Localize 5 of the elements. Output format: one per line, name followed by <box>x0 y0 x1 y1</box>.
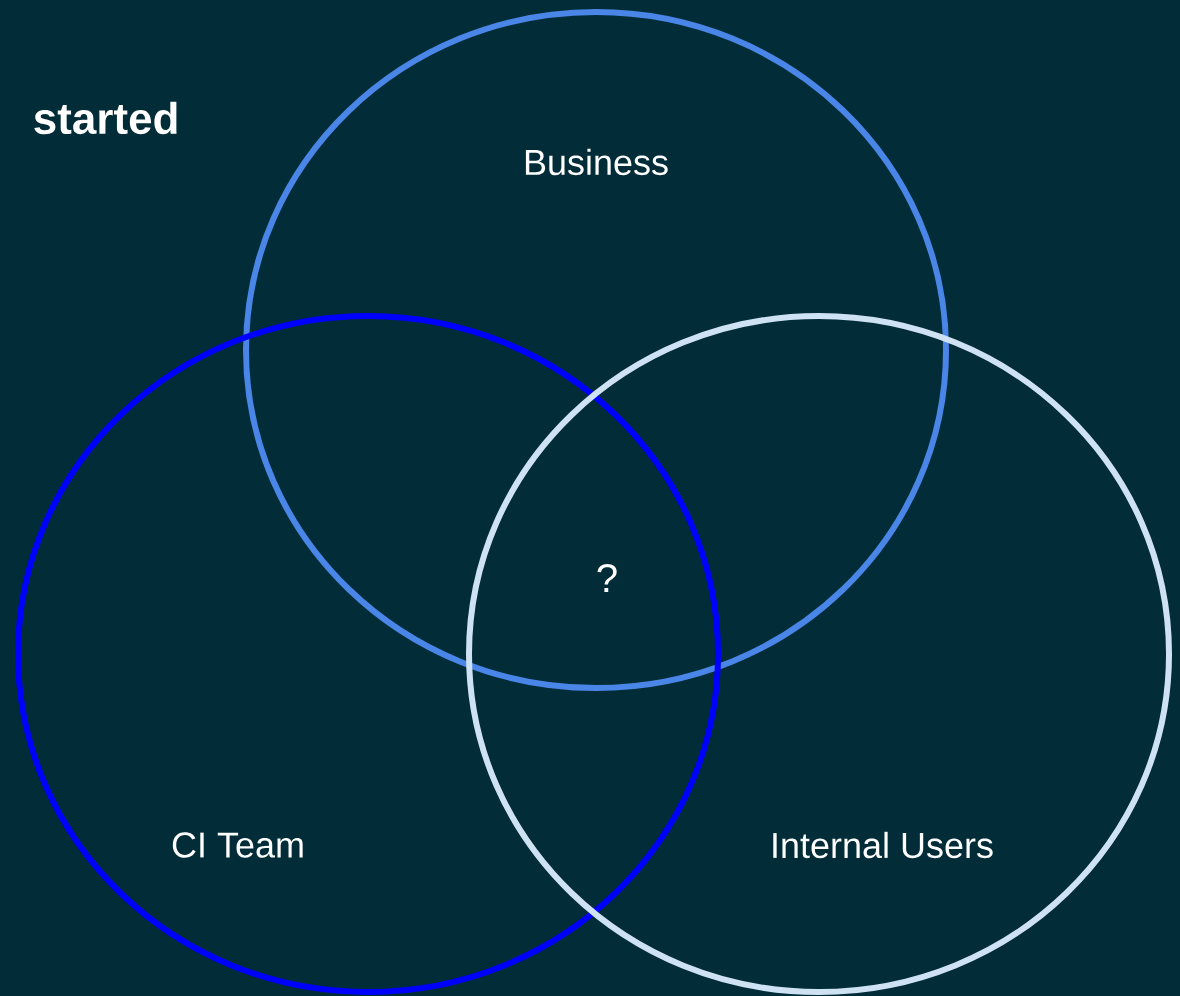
circle-label: Business <box>525 148 668 176</box>
question-mark: ? <box>597 564 617 592</box>
circle-label: CI Team <box>172 832 303 858</box>
title: started <box>34 101 177 135</box>
circle-label: Internal Users <box>773 831 993 859</box>
